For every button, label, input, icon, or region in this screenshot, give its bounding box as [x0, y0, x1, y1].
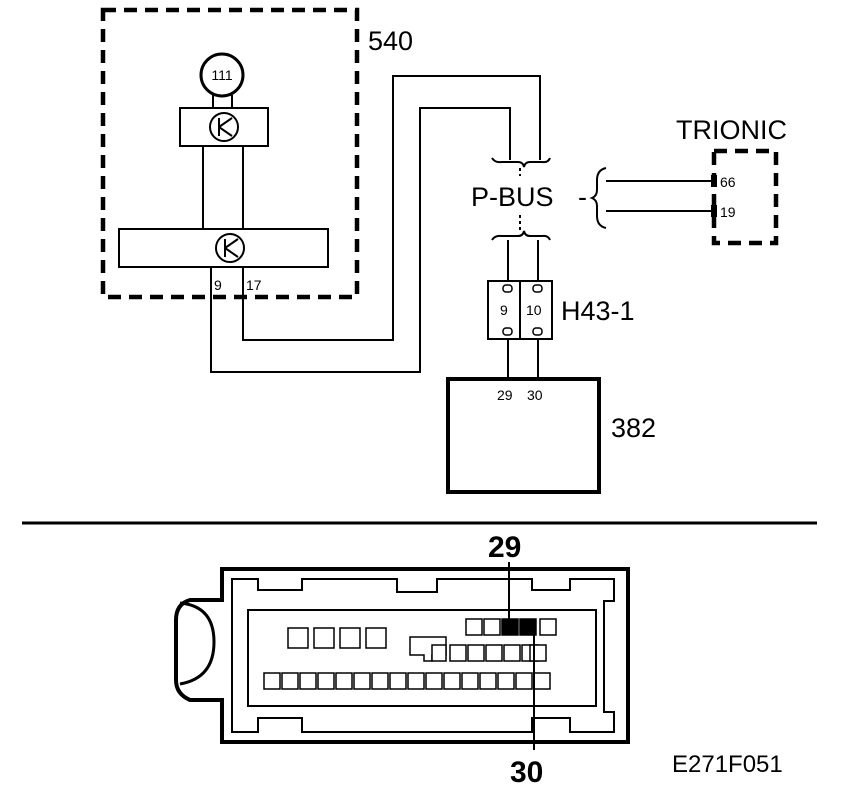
module-540-label: 540 — [368, 26, 413, 56]
pbus-bracket-bottom — [491, 230, 551, 241]
pbus-label: P-BUS — [471, 182, 554, 212]
module-540-outline — [100, 7, 360, 300]
trionic-brace — [589, 167, 607, 229]
module-382-pin-29: 29 — [497, 387, 513, 403]
lamp-111-label: 111 — [211, 67, 232, 83]
lamp-111-symbol — [199, 52, 245, 98]
connector-pin-30-label: 30 — [510, 756, 543, 789]
pbus-dash: - — [578, 182, 587, 212]
trionic-label: TRIONIC — [676, 115, 787, 145]
module-382-pin-30: 30 — [527, 387, 543, 403]
trionic-pin-19: 19 — [720, 204, 736, 220]
module-382-label: 382 — [611, 413, 656, 443]
trionic-pin-66: 66 — [720, 174, 736, 190]
wire-pin-17 — [242, 75, 541, 341]
trionic-outline — [711, 148, 779, 246]
module-540-pin-17: 17 — [246, 277, 262, 293]
pbus-bracket-top — [491, 157, 551, 168]
connector-face — [174, 567, 630, 744]
module-540-pin-9: 9 — [214, 277, 222, 293]
lower-transistor-icon — [215, 233, 245, 263]
connector-h43-1 — [487, 280, 553, 340]
h43-pin-10: 10 — [526, 302, 542, 318]
h43-pin-9: 9 — [500, 302, 508, 318]
module-382-box — [446, 377, 601, 494]
h43-1-label: H43-1 — [561, 296, 635, 326]
upper-transistor-icon — [209, 112, 239, 142]
figure-code: E271F051 — [672, 751, 783, 778]
wire-pin-9 — [210, 107, 511, 373]
connector-pin-29-label: 29 — [488, 531, 521, 564]
